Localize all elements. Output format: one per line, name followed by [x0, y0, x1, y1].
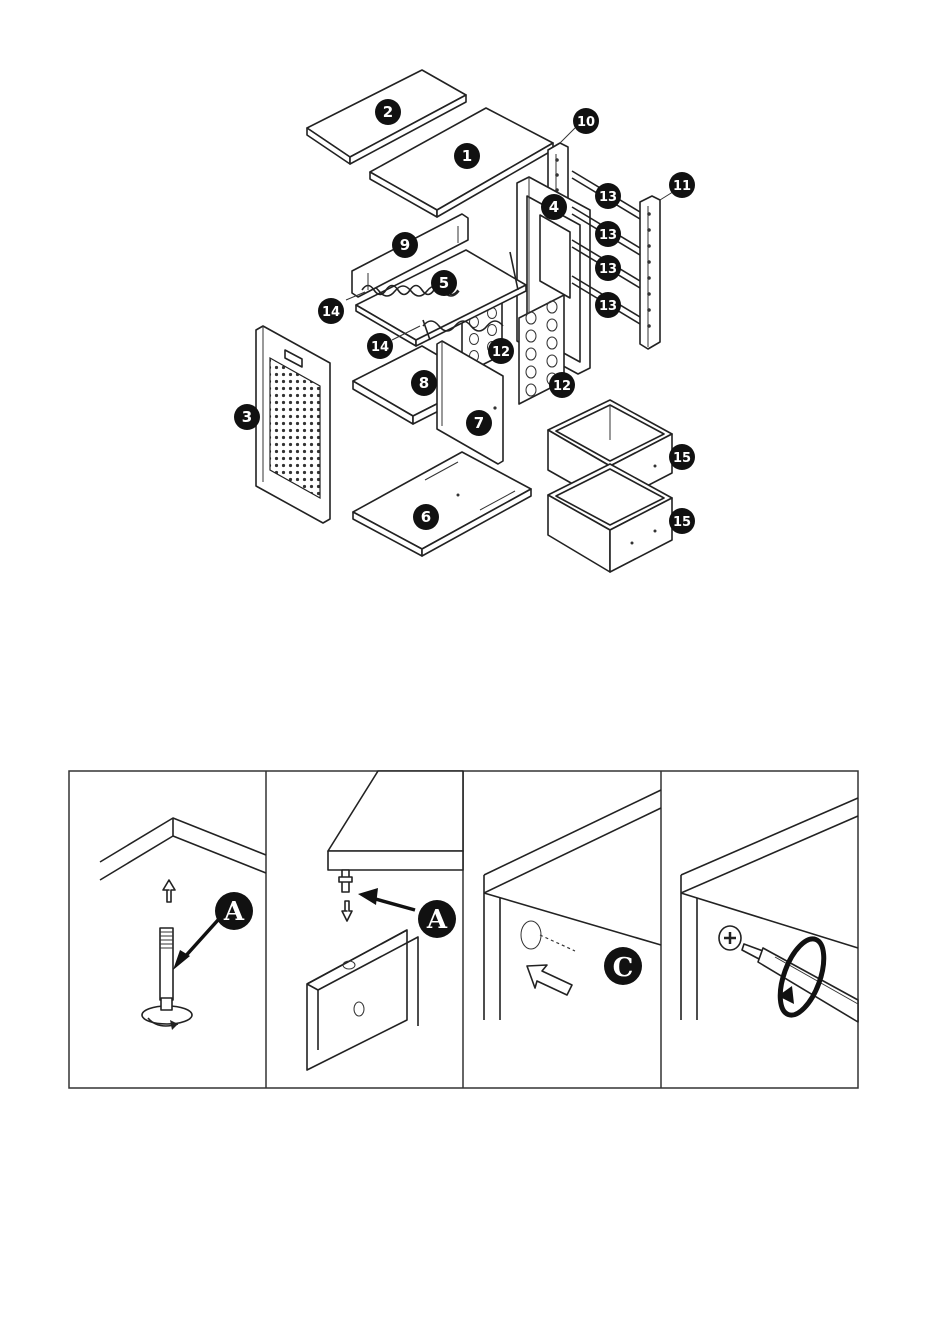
callout-13c: 13: [595, 255, 621, 281]
callout-12b: 12: [549, 372, 575, 398]
callout-11: 11: [669, 172, 695, 198]
callout-13b: 13: [595, 221, 621, 247]
svg-text:A: A: [223, 897, 245, 927]
svg-text:5: 5: [439, 274, 449, 292]
rail-11: [640, 196, 660, 349]
callout-2: 2: [375, 99, 401, 125]
callout-14b: 14: [367, 333, 393, 359]
svg-text:10: 10: [577, 115, 595, 130]
svg-text:11: 11: [673, 179, 691, 194]
door-3: [256, 326, 330, 523]
step-3-badge: C: [604, 947, 642, 985]
callout-5: 5: [431, 270, 457, 296]
svg-text:8: 8: [419, 374, 429, 392]
svg-text:14: 14: [371, 340, 389, 355]
svg-text:7: 7: [474, 414, 484, 432]
step-1-badge: A: [215, 892, 253, 930]
callout-10: 10: [573, 108, 599, 134]
svg-text:15: 15: [673, 515, 691, 530]
callout-13a: 13: [595, 183, 621, 209]
svg-text:13: 13: [599, 262, 617, 277]
svg-text:A: A: [426, 905, 448, 935]
svg-text:12: 12: [492, 345, 510, 360]
callout-3: 3: [234, 404, 260, 430]
svg-text:15: 15: [673, 451, 691, 466]
screw-head-icon: [719, 926, 741, 950]
svg-text:12: 12: [553, 379, 571, 394]
svg-text:13: 13: [599, 299, 617, 314]
step-panels: A A: [69, 771, 858, 1088]
svg-text:2: 2: [383, 103, 393, 121]
svg-text:14: 14: [322, 305, 340, 320]
svg-text:13: 13: [599, 228, 617, 243]
svg-text:6: 6: [421, 508, 431, 526]
callout-4: 4: [541, 194, 567, 220]
callout-9: 9: [392, 232, 418, 258]
exploded-view: 1 2 3 4 5 6 7 8 9 10 11 12 12 13 13 13 1…: [234, 70, 695, 572]
callout-15a: 15: [669, 444, 695, 470]
svg-text:13: 13: [599, 190, 617, 205]
callout-12a: 12: [488, 338, 514, 364]
svg-text:9: 9: [400, 236, 410, 254]
panel-6-bottom: [353, 452, 531, 556]
callout-1: 1: [454, 143, 480, 169]
callout-13d: 13: [595, 292, 621, 318]
callout-8: 8: [411, 370, 437, 396]
svg-text:3: 3: [242, 408, 252, 426]
svg-text:4: 4: [549, 198, 559, 216]
svg-text:1: 1: [462, 147, 472, 165]
callout-14a: 14: [318, 298, 344, 324]
callout-6: 6: [413, 504, 439, 530]
callout-7: 7: [466, 410, 492, 436]
step-2-badge: A: [418, 900, 456, 938]
callout-15b: 15: [669, 508, 695, 534]
svg-text:C: C: [613, 953, 634, 983]
